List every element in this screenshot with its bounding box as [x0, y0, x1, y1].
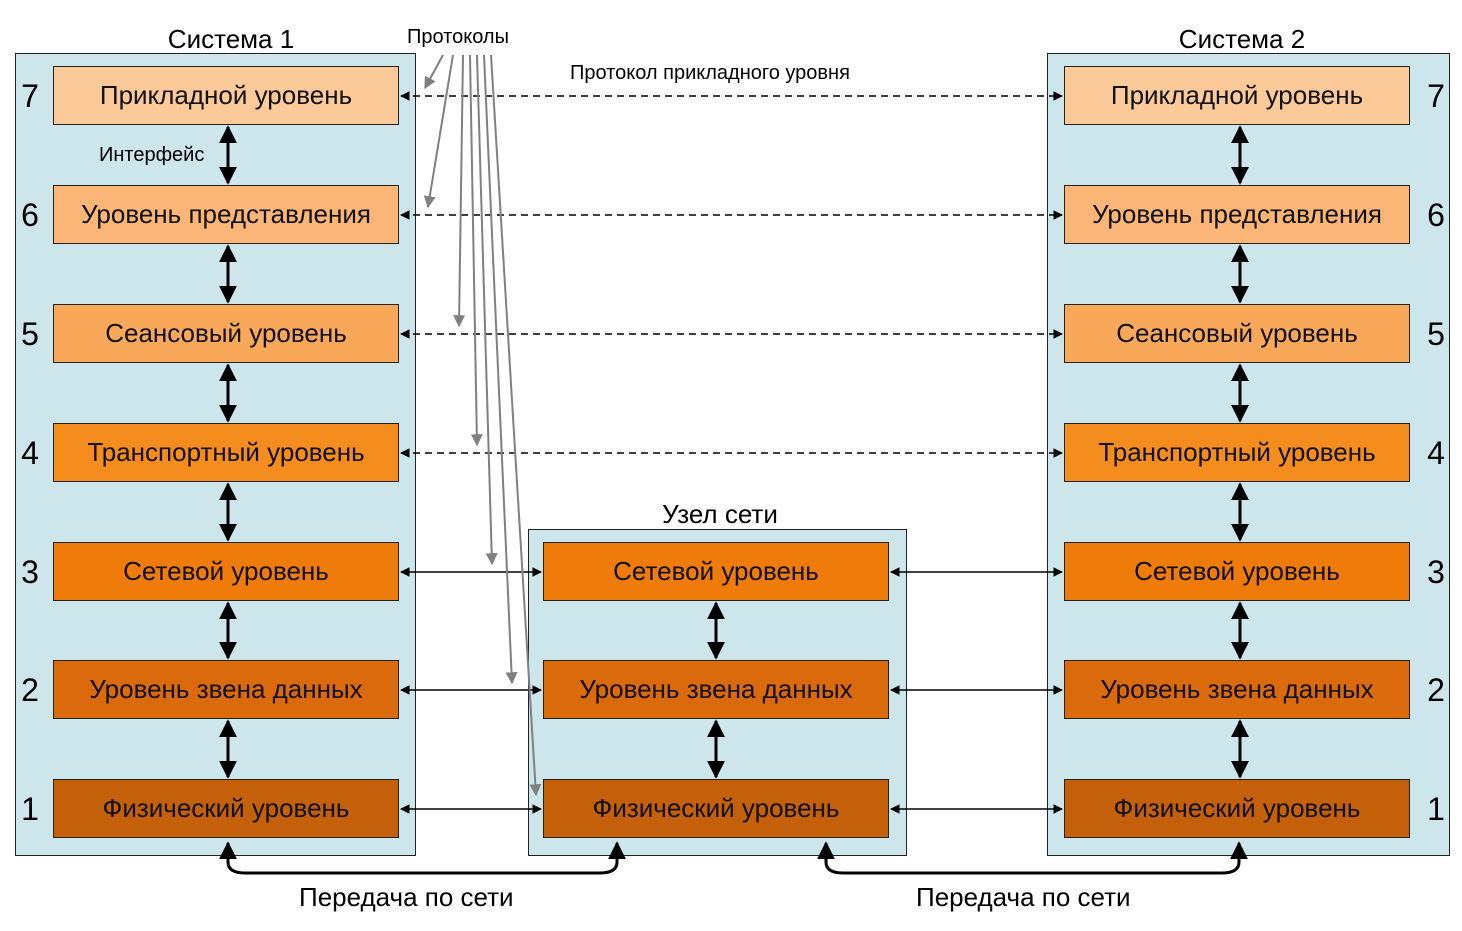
left-num-6: 6	[21, 197, 39, 233]
layer-label: Уровень звена данных	[579, 674, 853, 704]
layer-label: Сеансовый уровень	[1116, 318, 1358, 348]
layer-label: Уровень звена данных	[1100, 674, 1374, 704]
right-num-6: 6	[1427, 197, 1445, 233]
pointer-5	[453, 54, 466, 328]
transmission-right	[817, 841, 1248, 875]
left-num-1: 1	[21, 791, 39, 827]
pointer-7	[424, 54, 444, 90]
layer-label: Физический уровень	[102, 793, 350, 823]
right-num-7: 7	[1427, 78, 1445, 114]
node-layer-2: Уровень звена данных	[543, 660, 889, 719]
pointer-6	[423, 54, 454, 209]
right-layer-2: Уровень звена данных	[1064, 660, 1410, 719]
left-layer-4: Транспортный уровень	[53, 423, 399, 482]
layer-label: Прикладной уровень	[1110, 80, 1364, 110]
node-link-arrows	[400, 567, 1063, 814]
transmission-left	[219, 841, 626, 875]
left-num-5: 5	[21, 316, 39, 352]
right-layer-6: Уровень представления	[1064, 185, 1410, 244]
app-protocol-label: Протокол прикладного уровня	[570, 62, 850, 84]
layer-label: Уровень представления	[1092, 199, 1382, 229]
left-layer-1: Физический уровень	[53, 779, 399, 838]
right-num-2: 2	[1427, 672, 1445, 708]
left-num-7: 7	[21, 78, 39, 114]
left-layer-5: Сеансовый уровень	[53, 304, 399, 363]
left-num-3: 3	[21, 554, 39, 590]
transmission-left-label: Передача по сети	[299, 882, 514, 912]
layer-label: Прикладной уровень	[99, 80, 353, 110]
pointer-4	[469, 54, 483, 447]
right-num-4: 4	[1427, 435, 1445, 471]
left-num-4: 4	[21, 435, 39, 471]
left-layer-7: Прикладной уровень	[53, 66, 399, 125]
right-layer-4: Транспортный уровень	[1064, 423, 1410, 482]
pointer-3	[476, 54, 498, 566]
layer-label: Сетевой уровень	[123, 556, 329, 586]
layer-label: Транспортный уровень	[87, 437, 365, 467]
node-layer-3: Сетевой уровень	[543, 542, 889, 601]
right-layer-7: Прикладной уровень	[1064, 66, 1410, 125]
layer-label: Сетевой уровень	[613, 556, 819, 586]
network-node-title: Узел сети	[662, 499, 778, 529]
pointer-2	[483, 54, 518, 685]
right-num-3: 3	[1427, 554, 1445, 590]
layer-label: Сетевой уровень	[1134, 556, 1340, 586]
node-layer-1: Физический уровень	[543, 779, 889, 838]
left-layer-6: Уровень представления	[53, 185, 399, 244]
transmission-right-label: Передача по сети	[916, 882, 1131, 912]
right-layer-1: Физический уровень	[1064, 779, 1410, 838]
layer-label: Физический уровень	[592, 793, 840, 823]
transmission-curves	[219, 841, 1248, 875]
right-num-5: 5	[1427, 316, 1445, 352]
layer-label: Уровень звена данных	[89, 674, 363, 704]
system-2-title: Система 2	[1178, 24, 1306, 54]
protocol-pointer-arrows	[423, 54, 542, 797]
system-1-title: Система 1	[167, 24, 295, 54]
interface-label: Интерфейс	[99, 144, 205, 166]
layer-label: Уровень представления	[81, 199, 371, 229]
right-layer-5: Сеансовый уровень	[1064, 304, 1410, 363]
left-layer-2: Уровень звена данных	[53, 660, 399, 719]
peer-protocol-arrows	[400, 91, 1063, 458]
pointer-1	[490, 54, 542, 797]
right-num-1: 1	[1427, 791, 1445, 827]
layer-label: Физический уровень	[1113, 793, 1361, 823]
protocols-label: Протоколы	[407, 26, 509, 48]
left-num-2: 2	[21, 672, 39, 708]
layer-label: Сеансовый уровень	[105, 318, 347, 348]
layer-label: Транспортный уровень	[1098, 437, 1376, 467]
left-layer-3: Сетевой уровень	[53, 542, 399, 601]
right-layer-3: Сетевой уровень	[1064, 542, 1410, 601]
